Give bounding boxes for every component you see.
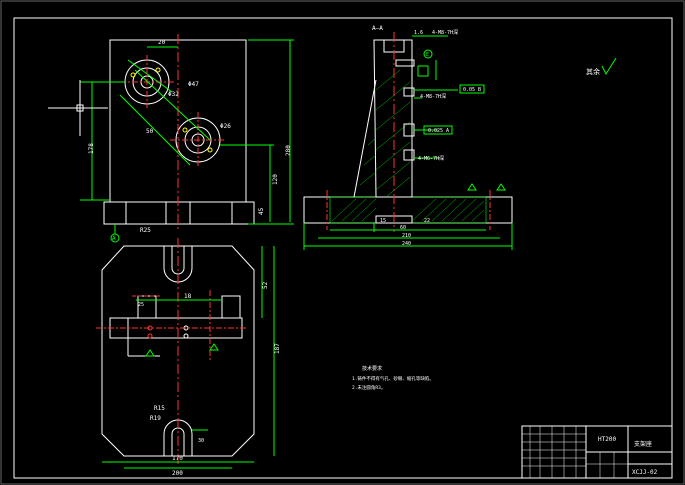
plan-view: R15 R19 18 25 30 52 187 170 200 <box>96 238 281 477</box>
front-dim-hole-large: Φ47 <box>188 81 199 88</box>
tech-req-title: 技术要求 <box>362 365 382 372</box>
side-tol-top: 0.05 <box>463 87 475 93</box>
tech-req-line-1: 1.铸件不得有气孔、砂眼、缩孔等缺陷。 <box>352 375 434 382</box>
plan-outline <box>101 245 255 457</box>
side-note-1: 4-M8-7H深 <box>432 29 458 36</box>
tech-req-line-2: 2.未注圆角R3。 <box>352 384 385 391</box>
front-dim-top: 20 <box>158 39 166 46</box>
plan-dim-small-2: 30 <box>198 438 204 444</box>
title-block-drawing-no: XCJJ-02 <box>632 469 658 476</box>
roughness-symbol: 其余 <box>586 57 617 76</box>
front-dim-base: 45 <box>258 207 265 215</box>
plan-dim-r19: R19 <box>150 415 161 422</box>
plan-dim-small-1: 25 <box>138 302 144 308</box>
plan-dim-slot: R15 <box>154 405 165 412</box>
side-base <box>303 196 513 224</box>
side-tol-box-a: A <box>446 128 449 134</box>
plan-dim-right-1: 52 <box>262 281 269 289</box>
side-dim-bottom-3: 240 <box>402 241 411 247</box>
drawing-border-inner <box>13 17 673 479</box>
front-dim-right-height: 120 <box>272 174 279 185</box>
side-tol-mid: 0.025 <box>428 128 443 134</box>
side-column <box>373 39 413 198</box>
front-base-feature: R25 <box>140 227 151 234</box>
front-dim-overall-height: 280 <box>285 145 292 156</box>
side-datum-e: E <box>426 52 429 58</box>
front-dim-angle: 50 <box>146 128 154 135</box>
front-dim-hole-small: Φ26 <box>220 123 231 130</box>
plan-dim-right-2: 187 <box>274 343 281 354</box>
side-section-view: A—A 1.6 4-M8-7H深 E 4-M8-7H深 0.05 B 0.025… <box>303 25 513 250</box>
side-dim-bottom-2: 210 <box>402 233 411 239</box>
title-block-part-name: 支架座 <box>634 440 652 448</box>
side-tol-box-b: B <box>478 87 481 93</box>
side-section-label: A—A <box>372 25 383 32</box>
front-dim-hole-bore: Φ32 <box>168 91 179 98</box>
side-note-2: 4-M8-7H深 <box>420 93 446 100</box>
title-block: HT200 支架座 XCJJ-02 <box>521 425 673 479</box>
plan-dim-bottom-w2: 200 <box>172 470 183 477</box>
side-dim-center: 15 <box>380 218 386 224</box>
title-block-material: HT200 <box>598 436 616 443</box>
plan-dim-center: 18 <box>184 293 192 300</box>
front-view: 20 Φ47 Φ32 Φ26 50 178 120 280 45 A R25 <box>48 34 294 243</box>
plan-dim-bottom-w: 170 <box>172 455 183 462</box>
side-dim-bottom-1: 60 <box>400 225 406 231</box>
side-roughness-top: 1.6 <box>414 30 423 36</box>
front-section-mark: A <box>112 235 116 242</box>
side-note-3: 4-M6-7H深 <box>418 155 444 162</box>
side-dim-small: 22 <box>424 218 430 224</box>
technical-requirements: 技术要求 1.铸件不得有气孔、砂眼、缩孔等缺陷。 2.未注圆角R3。 <box>352 365 434 391</box>
roughness-symbol-label: 其余 <box>586 67 600 76</box>
front-dim-left-height: 178 <box>88 143 95 154</box>
